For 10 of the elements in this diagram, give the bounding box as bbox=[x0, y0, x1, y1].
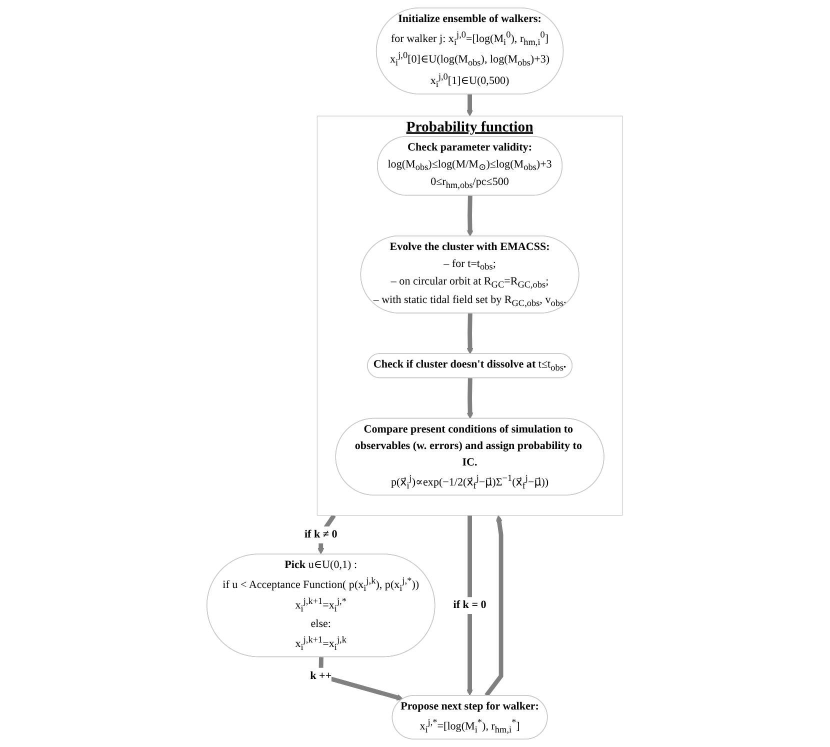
arrow bbox=[467, 196, 474, 237]
arrow bbox=[467, 313, 474, 354]
arrow bbox=[318, 657, 404, 701]
edge-label: if k ≠ 0 bbox=[304, 528, 338, 540]
edge-label: if k = 0 bbox=[454, 599, 487, 612]
arrow bbox=[466, 94, 474, 116]
arrow bbox=[467, 378, 474, 419]
arrow bbox=[466, 515, 474, 696]
arrow bbox=[484, 515, 504, 697]
edge-label: k ++ bbox=[310, 670, 332, 682]
